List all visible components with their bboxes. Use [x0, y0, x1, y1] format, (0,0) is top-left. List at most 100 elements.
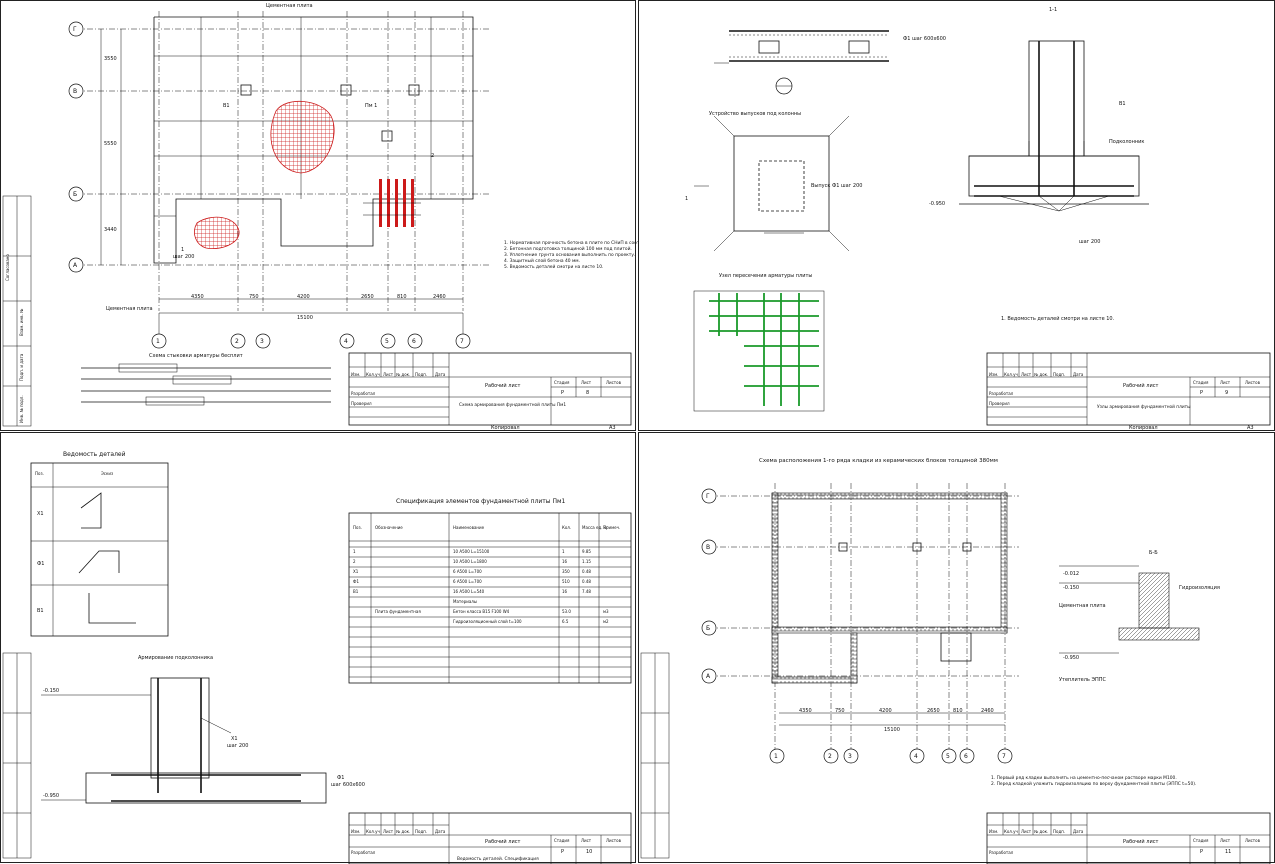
tb-listov: Листов: [1245, 838, 1260, 843]
spec-cell: 1.15: [582, 559, 591, 564]
dim-left-3: 3440: [104, 227, 117, 233]
nodes-drawing: [693, 30, 1271, 426]
sheet-masonry: Схема расположения 1-го ряда кладки из к…: [638, 432, 1275, 864]
tb-org: Рабочий лист: [485, 383, 521, 389]
tb-h-data: Дата: [435, 372, 446, 377]
dim-left-1: 3550: [104, 56, 117, 62]
axis-bubble-g: [68, 21, 84, 37]
column-pm1: [381, 130, 393, 142]
masonry-drawing: [640, 483, 1271, 864]
notes: 1. Первый ряд кладки выполнять на цемент…: [991, 776, 1196, 788]
tb-org: Рабочий лист: [485, 839, 521, 845]
tb-stadia: Стадия: [1193, 380, 1209, 385]
spec-cell: м2: [603, 619, 609, 624]
sheet-specification: Ведомость деталей Поз. Эскиз Х1 Ф1 В1 Сп…: [0, 432, 636, 864]
hatch-area-2: [194, 216, 240, 250]
spec-cell: 1: [562, 549, 565, 554]
spec-cell: 16 А500 L=540: [453, 589, 485, 594]
tb-h-list: Лист: [1021, 829, 1032, 834]
tag-step-f1: шаг 600x600: [331, 782, 365, 788]
dim-1: 4350: [191, 294, 204, 300]
column-b1-3: [408, 84, 420, 96]
tag-step: шаг 200: [1079, 239, 1101, 245]
note-4: 4. Защитный слой бетона 40 мм.: [504, 259, 580, 264]
axis-num-5: 5: [385, 338, 389, 345]
tb-list: Лист: [581, 380, 592, 385]
dim-4: 2650: [361, 294, 374, 300]
note: 1. Ведомость деталей смотри на листе 10.: [1001, 316, 1115, 322]
spec-cell: 6.5: [562, 619, 569, 624]
spec-cell: 6 А500 L=700: [453, 579, 482, 584]
spec-cell: м3: [603, 609, 609, 614]
axis-label-v: В: [706, 544, 711, 551]
tb-h-doc: № док.: [1034, 372, 1049, 377]
note-1: 1. Нормативная прочность бетона в плите …: [504, 241, 690, 246]
tb-list: Лист: [1220, 838, 1231, 843]
tag-b1: В1: [223, 103, 230, 109]
label-bottom: Цементная плита: [106, 306, 153, 312]
spec-cell: 6 А500 L=700: [453, 569, 482, 574]
vedomost-h-pos: Поз.: [35, 471, 44, 476]
axis-label-g: Г: [73, 26, 77, 33]
spec-header-cell: Примеч.: [603, 525, 621, 530]
axis-num-3: 3: [848, 753, 852, 760]
tb-copied: Копировал: [1129, 425, 1158, 431]
spec-cell: 2: [353, 559, 356, 564]
title-block: [986, 352, 1271, 426]
masonry-caption: Схема расположения 1-го ряда кладки из к…: [759, 458, 998, 464]
stamp-vzam: Взам. инв. №: [19, 308, 24, 336]
tb-h-izm: Изм.: [351, 372, 361, 377]
stamp-soglas: Согласовано: [5, 254, 10, 281]
axis-label-a: А: [73, 262, 78, 269]
tag-elev: -0.950: [929, 201, 946, 207]
tb-stage: Р: [561, 849, 565, 855]
tag-elev-095: -0.950: [43, 793, 60, 799]
tb-h-kol: Кол.уч: [1004, 372, 1018, 377]
tb-h-data: Дата: [435, 829, 446, 834]
axis-label-b: Б: [73, 191, 78, 198]
tag-elev-0950: -0.950: [1063, 655, 1080, 661]
tag-elev-0012: -0.012: [1063, 571, 1080, 577]
stamp-inv: Инв. № подл.: [19, 395, 24, 423]
tb-stadia: Стадия: [554, 838, 570, 843]
tb-h-doc: № док.: [396, 372, 411, 377]
slab-outline: [153, 16, 474, 264]
spec-cell: Ф1: [353, 579, 359, 584]
tb-h-list: Лист: [1021, 372, 1032, 377]
dim-2: 750: [835, 708, 845, 714]
dim-left-2: 5550: [104, 141, 117, 147]
tb-list: Лист: [1220, 380, 1231, 385]
vedomost-row-x1: Х1: [37, 511, 44, 517]
spec-header-cell: Масса ед. кг: [582, 525, 609, 530]
axis-num-1: 1: [774, 753, 778, 760]
tb-copied: Копировал: [491, 425, 520, 431]
tb-org: Рабочий лист: [1123, 839, 1159, 845]
tb-stage: Р: [1200, 849, 1204, 855]
tb-razrab: Разработал: [351, 391, 376, 396]
tb-stadia: Стадия: [1193, 838, 1209, 843]
dim-3: 4200: [879, 708, 892, 714]
tb-h-podp: Подп.: [1053, 372, 1066, 377]
title-block: [348, 812, 632, 864]
tb-h-list: Лист: [383, 372, 394, 377]
vedomost-title: Ведомость деталей: [63, 451, 126, 458]
tb-sheet-no: 11: [1225, 849, 1232, 855]
title-block: [348, 352, 632, 426]
dim-5: 810: [953, 708, 963, 714]
tag-f1: Ф1: [337, 775, 345, 781]
dim-1: 4350: [799, 708, 812, 714]
dim-total: 15100: [884, 727, 900, 733]
spec-cell: 53.0: [562, 609, 571, 614]
plan-drawing: [2, 11, 632, 427]
tag-elev-0150: -0.150: [1063, 585, 1080, 591]
tb-sheet-no: 8: [586, 390, 590, 396]
note-2: 2. Бетонная подготовка толщиной 100 мм п…: [504, 247, 632, 252]
spec-cell: В1: [353, 589, 359, 594]
tb-razrab: Разработал: [989, 850, 1014, 855]
tag-gidro: Гидроизоляция: [1179, 585, 1220, 591]
label-top: Цементная плита: [266, 3, 313, 9]
spec-cell: Х1: [353, 569, 359, 574]
spec-cell: Материалы: [453, 599, 477, 604]
dim-5: 810: [397, 294, 407, 300]
tag-x1: Х1: [231, 736, 238, 742]
